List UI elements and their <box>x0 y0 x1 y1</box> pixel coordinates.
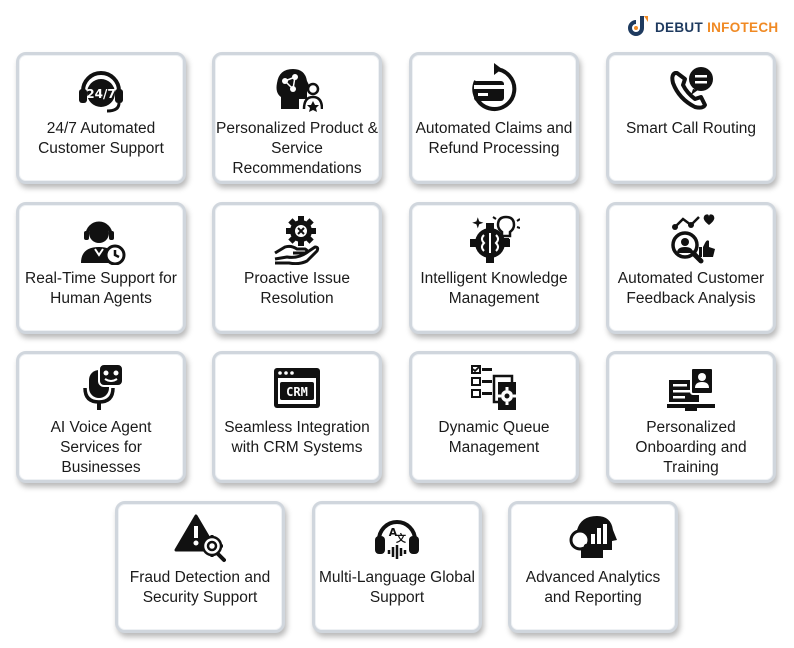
card-knowledge-management[interactable]: Intelligent Knowledge Management <box>409 202 579 334</box>
card-proactive-resolution[interactable]: Proactive Issue Resolution <box>212 202 382 334</box>
crm-window-icon: CRM <box>274 368 320 408</box>
card-label: Proactive Issue Resolution <box>244 270 350 307</box>
headset-24-7-icon: 24/7 <box>79 71 123 113</box>
card-queue-management[interactable]: Dynamic Queue Management <box>409 351 579 483</box>
svg-text:A: A <box>389 526 398 539</box>
queue-list-gear-icon <box>471 365 516 410</box>
svg-text:CRM: CRM <box>286 385 308 399</box>
card-label: AI Voice Agent Services for Businesses <box>50 419 152 476</box>
card-smart-call-routing[interactable]: Smart Call Routing <box>606 52 776 184</box>
card-label: Personalized Onboarding and Training <box>635 419 747 476</box>
warning-gear-search-icon <box>174 514 226 562</box>
card-fraud-detection[interactable]: Fraud Detection and Security Support <box>115 501 285 633</box>
card-label: Real-Time Support for Human Agents <box>25 270 177 307</box>
phone-chat-icon <box>670 67 713 110</box>
card-realtime-support[interactable]: Real-Time Support for Human Agents <box>16 202 186 334</box>
card-onboarding-training[interactable]: Personalized Onboarding and Training <box>606 351 776 483</box>
headset-translate-icon: A 文 <box>375 520 419 559</box>
card-label: 24/7 Automated Customer Support <box>38 120 164 157</box>
card-ai-voice-agent[interactable]: AI Voice Agent Services for Businesses <box>16 351 186 483</box>
svg-text:文: 文 <box>396 532 407 545</box>
card-label: Fraud Detection and Security Support <box>129 569 271 606</box>
feedback-analysis-icon <box>671 214 715 264</box>
brand-name: DEBUT INFOTECH <box>655 20 778 35</box>
card-label: Seamless Integration with CRM Systems <box>224 419 370 456</box>
card-label: Smart Call Routing <box>625 120 757 137</box>
card-label: Intelligent Knowledge Management <box>420 270 568 307</box>
card-multilanguage-support[interactable]: A 文 Multi-Language Global Support <box>312 501 482 633</box>
ai-head-user-star-icon <box>276 69 323 112</box>
card-claims-refund[interactable]: Automated Claims and Refund Processing <box>409 52 579 184</box>
card-crm-integration[interactable]: CRM Seamless Integration with CRM System… <box>212 351 382 483</box>
card-advanced-analytics[interactable]: Advanced Analytics and Reporting <box>508 501 678 633</box>
brand-word-infotech: INFOTECH <box>707 19 779 35</box>
agent-clock-icon <box>81 221 126 265</box>
card-label: Personalized Product & Service Recommend… <box>216 120 378 177</box>
card-label: Automated Claims and Refund Processing <box>415 120 573 157</box>
debut-logo-icon <box>628 16 648 36</box>
card-automated-support[interactable]: 24/7 24/7 Automated Customer Support <box>16 52 186 184</box>
brand-logo: DEBUT INFOTECH <box>627 12 778 42</box>
brand-word-debut: DEBUT <box>655 19 703 35</box>
card-personalized-recommendations[interactable]: Personalized Product & Service Recommend… <box>212 52 382 184</box>
brain-gear-bulb-icon <box>470 215 520 263</box>
card-label: Multi-Language Global Support <box>319 569 475 606</box>
card-refund-icon <box>472 63 517 111</box>
card-feedback-analysis[interactable]: Automated Customer Feedback Analysis <box>606 202 776 334</box>
card-label: Dynamic Queue Management <box>438 419 550 456</box>
svg-text:24/7: 24/7 <box>86 87 115 101</box>
voice-agent-mic-icon <box>83 363 124 410</box>
card-label: Advanced Analytics and Reporting <box>525 569 661 606</box>
onboarding-board-icon <box>667 367 715 411</box>
head-analytics-icon <box>569 516 617 558</box>
card-label: Automated Customer Feedback Analysis <box>617 270 765 307</box>
hand-gear-icon <box>274 216 320 265</box>
